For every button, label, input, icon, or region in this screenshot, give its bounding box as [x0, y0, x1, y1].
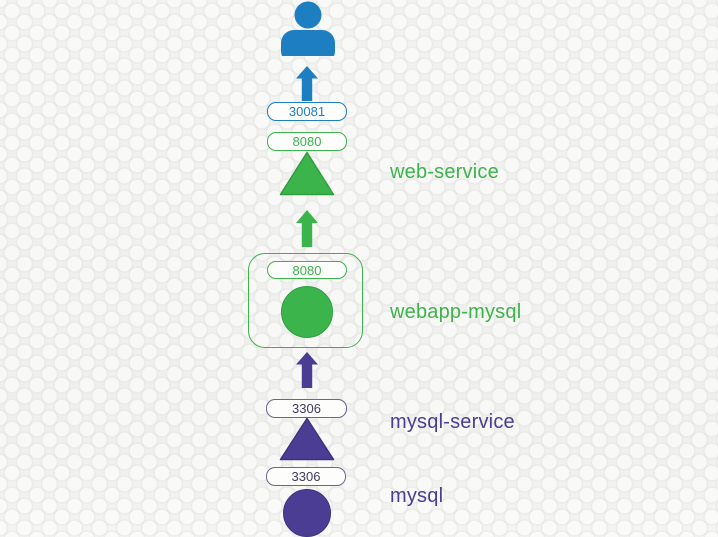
web-service-triangle [279, 151, 335, 196]
user-node [279, 1, 336, 56]
mysql-label: mysql [390, 485, 444, 507]
mysql-service-port-box: 3306 [266, 399, 347, 418]
web-service-port-box: 8080 [267, 132, 347, 151]
webapp-pod-port-box: 8080 [267, 261, 347, 279]
arrow-up-icon [296, 352, 318, 388]
webapp-mysql-pod-group [248, 253, 363, 348]
webapp-mysql-label: webapp-mysql [390, 301, 522, 323]
webapp-mysql-pod-circle [281, 286, 333, 338]
arrow-up-icon [296, 66, 318, 101]
mysql-service-triangle [279, 417, 335, 461]
user-icon [279, 1, 336, 56]
nodeport-box: 30081 [267, 102, 347, 121]
web-service-label: web-service [390, 161, 499, 183]
mysql-service-label: mysql-service [390, 411, 515, 433]
mysql-pod-port-box: 3306 [266, 467, 346, 486]
mysql-pod-circle [283, 489, 331, 537]
arrow-up-icon [296, 210, 318, 247]
